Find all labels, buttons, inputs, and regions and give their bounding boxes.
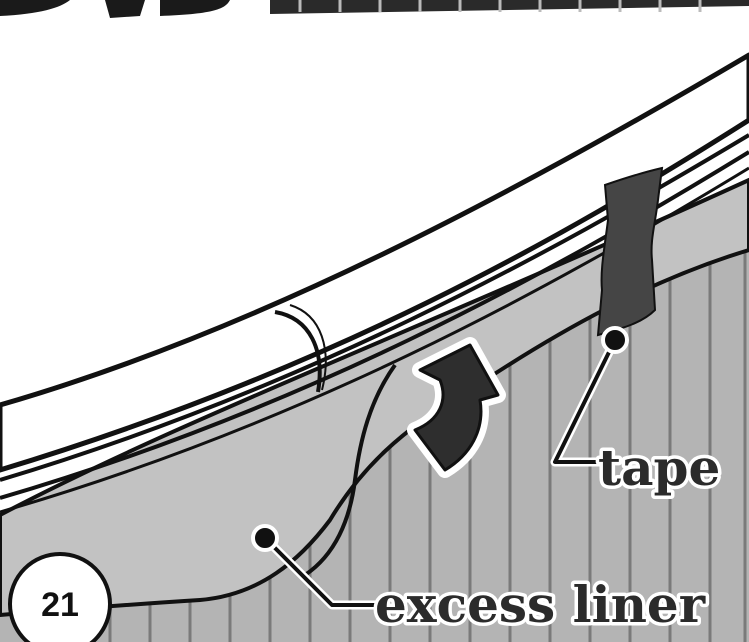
step-number: 21 — [41, 586, 79, 624]
excess-liner-label: excess liner — [375, 575, 706, 634]
callout-dot-icon — [603, 328, 627, 352]
tape-strip — [598, 168, 662, 335]
step-number-badge: 21 — [10, 554, 110, 642]
tape-label: tape — [598, 438, 720, 497]
callout-dot-icon — [253, 526, 277, 550]
